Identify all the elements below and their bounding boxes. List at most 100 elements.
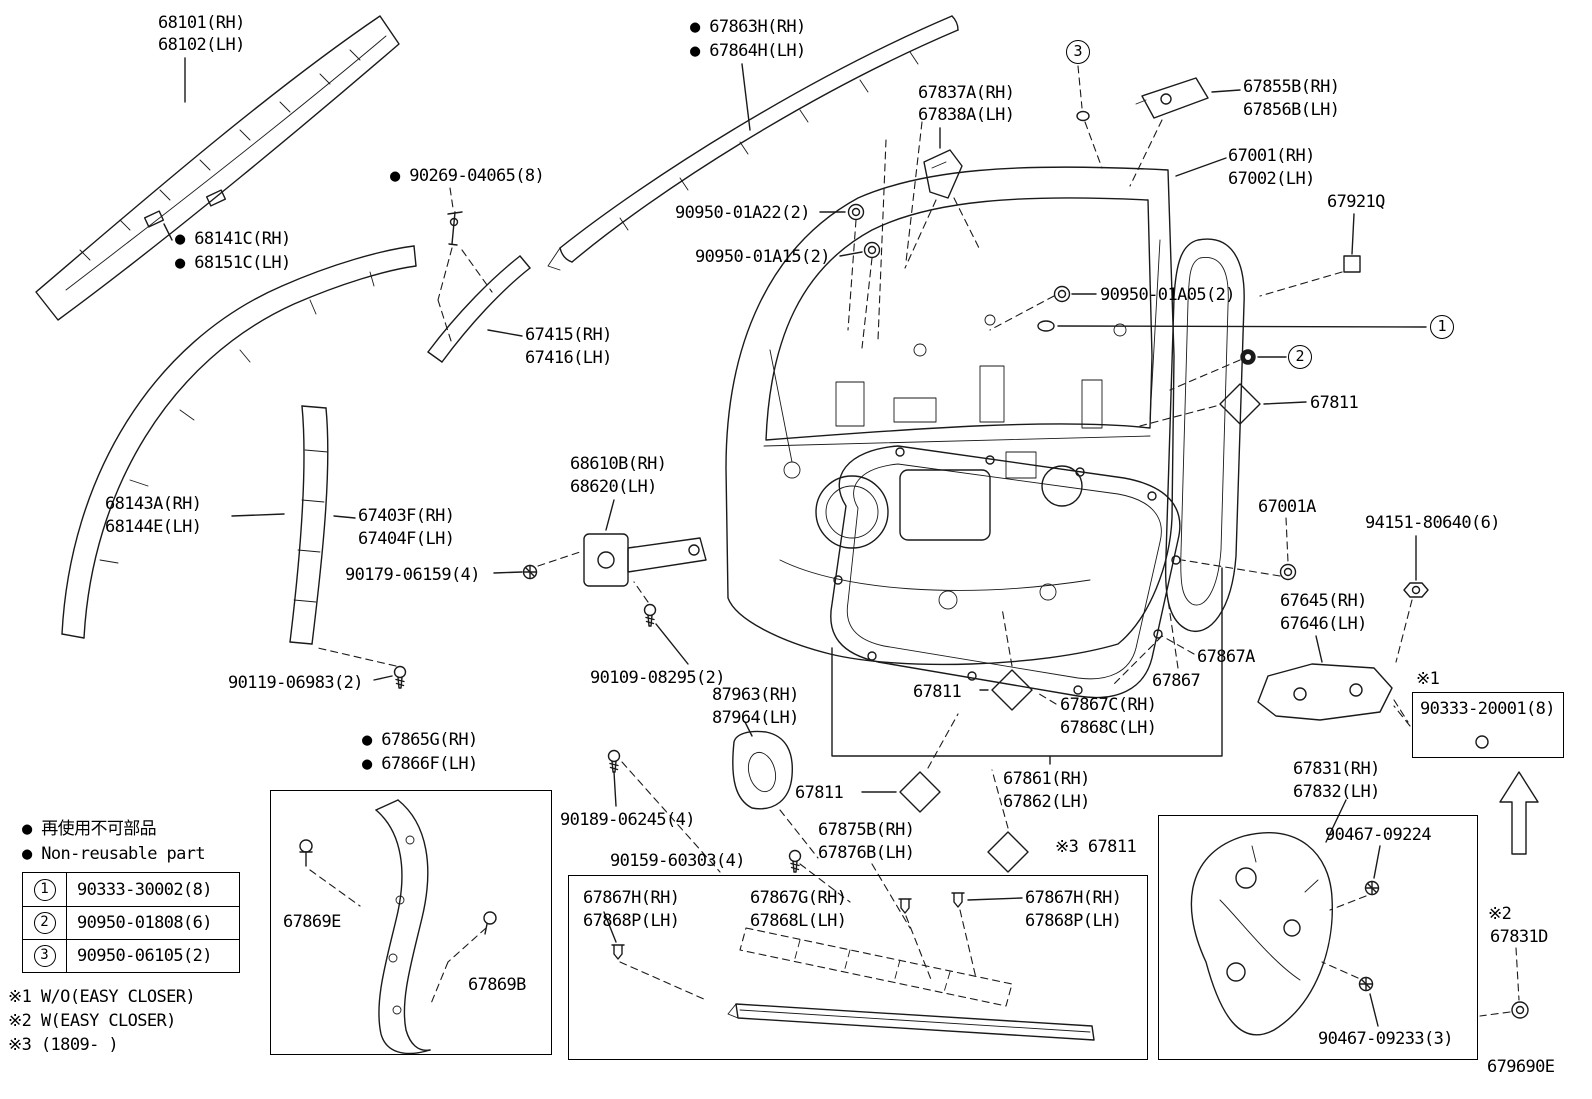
label-67864H[interactable]: ● 67864H(LH) [690,41,806,61]
legend-note-3: ※3 (1809- ) [8,1035,119,1055]
legend-row-1: 1 90333-30002(8) [23,873,239,906]
legend-note-1: ※1 W/O(EASY CLOSER) [8,987,196,1007]
label-90950-01A22[interactable]: 90950-01A22(2) [675,203,810,223]
label-67838A[interactable]: 67838A(LH) [918,105,1015,125]
label-68610B[interactable]: 68610B(RH) [570,454,667,474]
label-68141C[interactable]: ● 68141C(RH) [175,229,291,249]
label-94151-80640[interactable]: 94151-80640(6) [1365,513,1500,533]
label-67876B[interactable]: 67876B(LH) [818,843,915,863]
regulator-group-box [1158,815,1478,1060]
label-67867[interactable]: 67867 [1152,671,1201,691]
label-90333-20001[interactable]: 90333-20001(8) [1420,699,1555,719]
legend-table: 1 90333-30002(8) 2 90950-01808(6) 3 9095… [22,872,240,973]
corner-cover-group-box [270,790,552,1055]
label-star2: ※2 [1488,904,1512,924]
legend-callout-3: 3 [33,945,56,967]
label-68151C[interactable]: ● 68151C(LH) [175,253,291,273]
drawing-code: 679690E [1487,1057,1555,1077]
label-67867H-right[interactable]: 67867H(RH) [1025,888,1122,908]
label-68143A[interactable]: 68143A(RH) [105,494,202,514]
label-90159-60303[interactable]: 90159-60303(4) [610,851,745,871]
label-67811-right[interactable]: 67811 [1310,393,1359,413]
label-68101[interactable]: 68101(RH) [158,13,245,33]
corner-cover-art [299,799,497,1055]
label-67001A[interactable]: 67001A [1258,497,1316,517]
label-67869E[interactable]: 67869E [283,912,341,932]
label-67875B[interactable]: 67875B(RH) [818,820,915,840]
label-90950-01A05[interactable]: 90950-01A05(2) [1100,285,1235,305]
belt-molding-group-box [568,875,1148,1060]
label-67868L[interactable]: 67868L(LH) [750,911,847,931]
label-67646[interactable]: 67646(LH) [1280,614,1367,634]
label-67862[interactable]: 67862(LH) [1003,792,1090,812]
label-90109-08295[interactable]: 90109-08295(2) [590,668,725,688]
door-opening-seal-art [1164,238,1245,632]
label-90269-04065[interactable]: ● 90269-04065(8) [390,166,545,186]
label-90189-06245[interactable]: 90189-06245(4) [560,810,695,830]
label-67811-star3[interactable]: ※3 67811 [1055,837,1137,857]
legend-nonreusable-en: ● Non-reusable part [22,844,206,864]
label-67867H-left[interactable]: 67867H(RH) [583,888,680,908]
legend-part-2[interactable]: 90950-01808(6) [77,913,212,933]
handle-frame-art [732,721,819,859]
label-67831[interactable]: 67831(RH) [1293,759,1380,779]
label-67832[interactable]: 67832(LH) [1293,782,1380,802]
label-90467-09233[interactable]: 90467-09233(3) [1318,1029,1453,1049]
legend-callout-1-cell: 1 [23,873,67,906]
label-67001[interactable]: 67001(RH) [1228,146,1315,166]
label-67869B[interactable]: 67869B [468,975,526,995]
check-link-art [493,499,707,665]
label-67867A[interactable]: 67867A [1197,647,1255,667]
label-67415[interactable]: 67415(RH) [525,325,612,345]
callout-3[interactable]: 3 [1066,40,1090,64]
label-star1: ※1 [1416,669,1440,689]
front-pillar-molding-art [547,15,959,271]
label-87964[interactable]: 87964(LH) [712,708,799,728]
frame-bracket-art [904,127,981,269]
label-90119-06983[interactable]: 90119-06983(2) [228,673,363,693]
legend-part-3[interactable]: 90950-06105(2) [77,946,212,966]
label-68144E[interactable]: 68144E(LH) [105,517,202,537]
label-67837A[interactable]: 67837A(RH) [918,83,1015,103]
label-68102[interactable]: 68102(LH) [158,35,245,55]
callout-2[interactable]: 2 [1288,345,1312,369]
label-67868P-right[interactable]: 67868P(LH) [1025,911,1122,931]
label-90467-09224[interactable]: 90467-09224 [1325,825,1432,845]
label-67856B[interactable]: 67856B(LH) [1243,100,1340,120]
label-67863H[interactable]: ● 67863H(RH) [690,17,806,37]
callout-1[interactable]: 1 [1430,315,1454,339]
note1-part-box [1412,692,1564,758]
legend-callout-2-cell: 2 [23,907,67,939]
regulator-panel-art [1190,799,1381,1036]
legend-note-2: ※2 W(EASY CLOSER) [8,1011,176,1031]
label-67865G[interactable]: ● 67865G(RH) [362,730,478,750]
label-67868P-left[interactable]: 67868P(LH) [583,911,680,931]
label-67867C[interactable]: 67867C(RH) [1060,695,1157,715]
label-67645[interactable]: 67645(RH) [1280,591,1367,611]
belt-molding-art [603,892,1095,1041]
legend-callout-3-cell: 3 [23,940,67,972]
legend-nonreusable-jp: ● 再使用不可部品 [22,819,157,839]
label-67416[interactable]: 67416(LH) [525,348,612,368]
door-weatherstrip-art [830,445,1181,699]
label-67866F[interactable]: ● 67866F(LH) [362,754,478,774]
label-90950-01A15[interactable]: 90950-01A15(2) [695,247,830,267]
label-67403F[interactable]: 67403F(RH) [358,506,455,526]
label-68620[interactable]: 68620(LH) [570,477,657,497]
label-67811-mid[interactable]: 67811 [913,682,962,702]
label-67002[interactable]: 67002(LH) [1228,169,1315,189]
label-67867G[interactable]: 67867G(RH) [750,888,847,908]
label-67861[interactable]: 67861(RH) [1003,769,1090,789]
label-67404F[interactable]: 67404F(LH) [358,529,455,549]
label-87963[interactable]: 87963(RH) [712,685,799,705]
legend-row-2: 2 90950-01808(6) [23,906,239,939]
label-67868C[interactable]: 67868C(LH) [1060,718,1157,738]
label-67855B[interactable]: 67855B(RH) [1243,77,1340,97]
label-67811-low[interactable]: 67811 [795,783,844,803]
legend-callout-2: 2 [33,912,56,934]
legend-part-1[interactable]: 90333-30002(8) [77,879,212,900]
label-67831D[interactable]: 67831D [1490,927,1548,947]
label-90179-06159[interactable]: 90179-06159(4) [345,565,480,585]
label-67921Q[interactable]: 67921Q [1327,192,1385,212]
